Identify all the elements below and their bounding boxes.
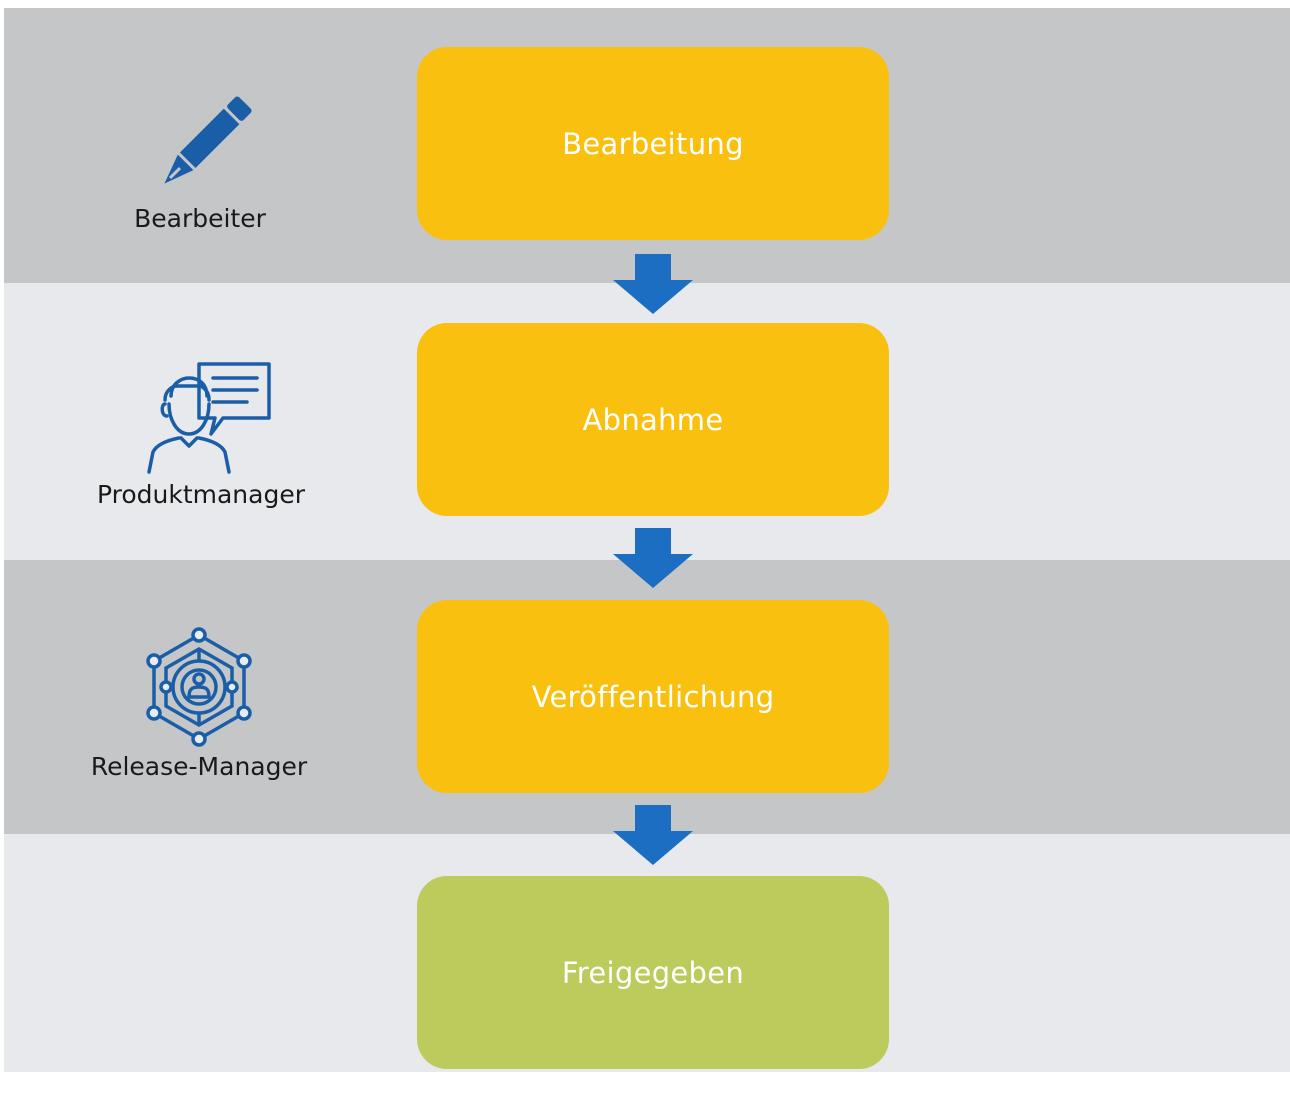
step-abnahme: Abnahme — [417, 323, 889, 516]
step-bearbeitung: Bearbeitung — [417, 47, 889, 240]
step-freigegeben: Freigegeben — [417, 876, 889, 1069]
pencil-icon — [164, 96, 252, 184]
arrow-down-icon — [613, 254, 693, 314]
network-person-icon — [146, 627, 252, 747]
arrow-down-icon — [613, 528, 693, 588]
person-speech-bubble-icon — [147, 362, 271, 474]
arrow-down-icon — [613, 805, 693, 865]
role-label-release-manager: Release-Manager — [90, 752, 308, 781]
step-veroeffentlichung: Veröffentlichung — [417, 600, 889, 793]
role-label-produktmanager: Produktmanager — [96, 480, 306, 509]
role-label-bearbeiter: Bearbeiter — [134, 204, 266, 233]
